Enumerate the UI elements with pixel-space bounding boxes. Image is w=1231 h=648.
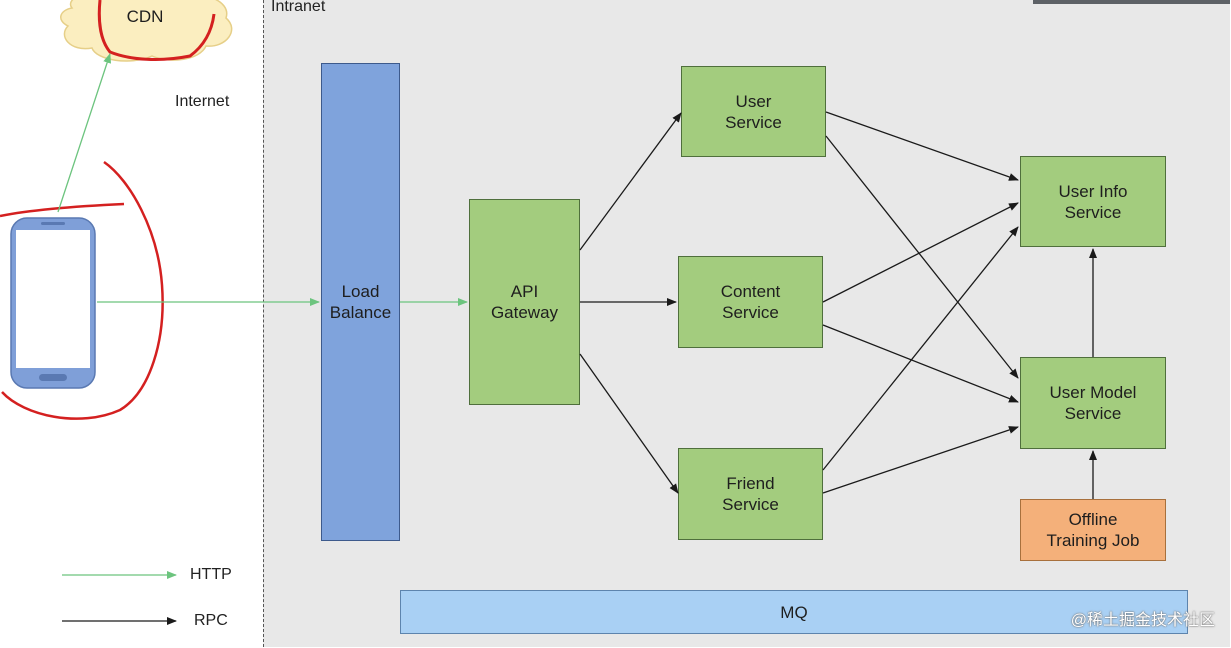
cdn-cloud-icon xyxy=(60,0,233,62)
load-balance-node: Load Balance xyxy=(321,63,400,541)
api-gateway-node: API Gateway xyxy=(469,199,580,405)
rpc-gateway-to-user-service xyxy=(579,112,682,251)
content-service-node: Content Service xyxy=(678,256,823,348)
rpc-gateway-to-friend-service xyxy=(579,353,679,494)
legend-rpc-label: RPC xyxy=(194,612,228,629)
rpc-friend-to-user-model xyxy=(822,426,1019,494)
user-info-service-node: User Info Service xyxy=(1020,156,1166,247)
offline-training-job-node: Offline Training Job xyxy=(1020,499,1166,561)
annotation-circle-right xyxy=(1,160,164,420)
user-service-node: User Service xyxy=(681,66,826,157)
intranet-label: Intranet xyxy=(271,0,326,15)
rpc-friend-to-user-info xyxy=(822,226,1019,471)
annotation-stroke-top xyxy=(0,202,125,218)
rpc-user-to-user-model xyxy=(825,135,1019,379)
top-edge-strip xyxy=(1033,0,1230,4)
smartphone-icon xyxy=(10,217,96,389)
friend-service-node: Friend Service xyxy=(678,448,823,540)
rpc-content-to-user-info xyxy=(822,202,1019,303)
legend-http-label: HTTP xyxy=(190,566,232,583)
cdn-label: CDN xyxy=(126,6,164,26)
mq-node: MQ xyxy=(400,590,1188,634)
rpc-user-to-user-info xyxy=(825,111,1019,181)
internet-label: Internet xyxy=(175,93,230,110)
user-model-service-node: User Model Service xyxy=(1020,357,1166,449)
rpc-content-to-user-model xyxy=(822,324,1019,403)
http-phone-to-cdn xyxy=(57,53,111,213)
watermark: @稀土掘金技术社区 xyxy=(1070,612,1215,629)
